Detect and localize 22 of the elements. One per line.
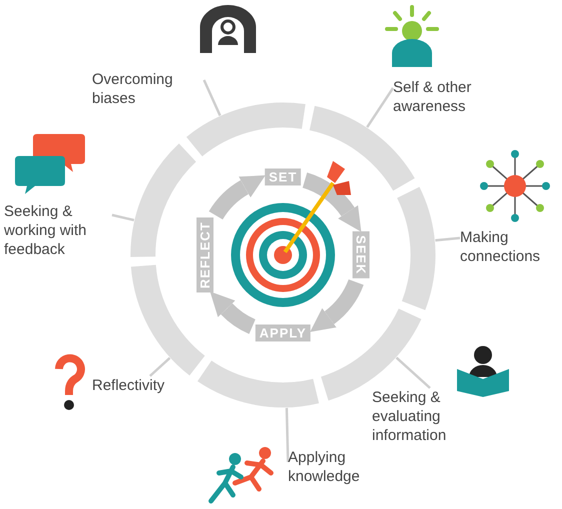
topic-label: Reflectivity: [92, 376, 182, 395]
cycle-arrow: [209, 292, 256, 334]
leader-line: [366, 87, 394, 128]
topic-label: Seeking & working with feedback: [4, 202, 112, 259]
cycle-step-label: APPLY: [255, 324, 311, 342]
leader-line: [149, 357, 171, 377]
cycle-step-label: REFLECT: [196, 218, 214, 292]
topic-label: Applying knowledge: [288, 448, 373, 486]
cycle-arrow: [209, 174, 265, 220]
leader-line: [285, 408, 290, 462]
cycle-arrow: [302, 172, 362, 232]
topic-label: Overcoming biases: [92, 70, 204, 108]
topic-label: Self & other awareness: [393, 78, 493, 116]
cycle-arrow: [310, 278, 364, 334]
topic-label: Making connections: [460, 228, 552, 266]
leader-line: [202, 79, 222, 116]
topic-label: Seeking & evaluating information: [372, 388, 502, 445]
leader-line: [396, 356, 431, 389]
leader-line: [112, 214, 134, 222]
cycle-step-label: SET: [264, 168, 302, 186]
cycle-step-label: SEEK: [352, 231, 370, 279]
leader-line: [435, 236, 460, 242]
